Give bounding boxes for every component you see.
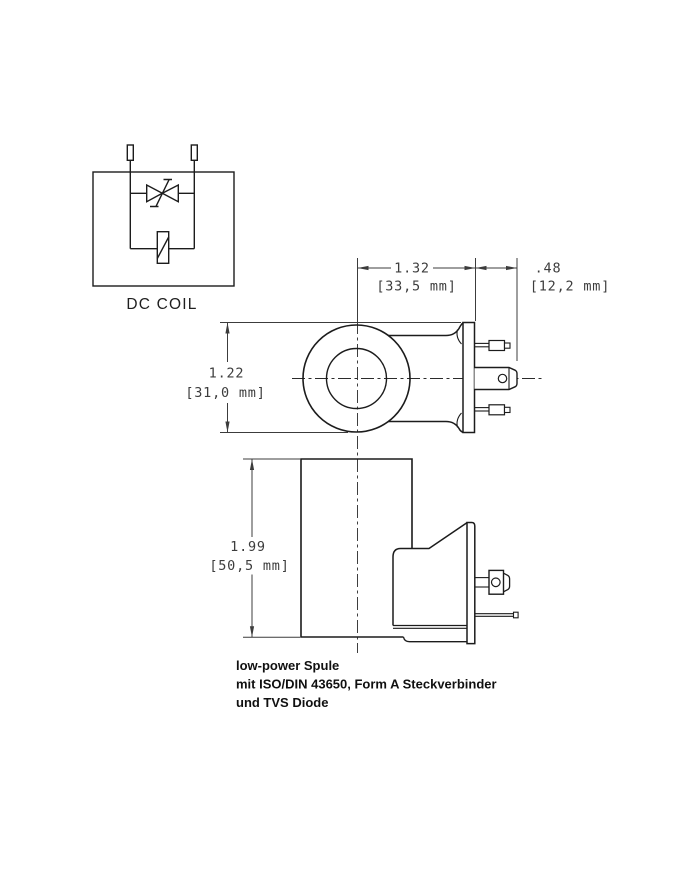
pin-body [488,339,506,352]
dimension-width-1: 1.32 [33,5 mm] [357,261,476,295]
body-top-edge [388,322,464,337]
dimension-width-2: .48 [12,2 mm] [475,261,610,295]
pin-tip [512,611,519,619]
body-bottom-edge [388,420,464,433]
dim-value-mm: [12,2 mm] [530,279,610,295]
pin-body [488,404,506,416]
tvs-triangle-left [145,183,164,203]
schematic-label: DC COIL [126,296,197,313]
arrowhead-right [464,265,476,271]
spade-terminal-top-view [474,366,518,391]
pin-tip [503,406,511,414]
coil-winding-icon [156,230,170,264]
schematic-box [92,171,235,287]
connector-flange-top-view [462,321,476,434]
spade-terminal-side-view [474,569,511,595]
dimension-flange-height: 1.22 [31,0 mm] [185,322,265,433]
connector-flange-side-view [466,521,476,645]
caption-block: low-power Spule mit ISO/DIN 43650, Form … [236,658,497,710]
tvs-triangle-right [160,183,180,203]
arrowhead-down [225,421,230,433]
caption-line-1: low-power Spule [236,658,339,673]
arrowhead-up [249,459,255,470]
spade-hole [490,577,501,588]
ground-pin-side-view [474,611,519,619]
arrowhead-left [475,265,487,271]
body-fillet-top [456,329,462,345]
dim-value-mm: [33,5 mm] [376,279,456,295]
coil-body-outline [300,458,413,638]
spade-tip [503,572,511,593]
tvs-diode-icon [145,178,180,208]
spade-hole [497,373,508,384]
caption-line-3: und TVS Diode [236,695,328,710]
dim-value-mm: [50,5 mm] [209,558,289,574]
dim-value-inch: .48 [535,261,562,277]
coil-top-view [302,321,518,434]
ground-pin-lower [474,404,511,416]
housing-bottom-plate [402,636,467,643]
body-fillet-bottom [456,412,462,428]
connector-housing-outline [392,522,468,626]
dimension-annotations: 1.32 [33,5 mm] .48 [12,2 mm] 1.22 [31,0 … [185,258,610,638]
coil-bore-circle [325,347,388,410]
coil-side-view [300,458,519,645]
terminal-pin-left [126,144,135,162]
dimension-body-height: 1.99 [50,5 mm] [209,459,289,638]
dim-value-inch: 1.22 [209,366,245,382]
ground-pin-upper [474,339,511,352]
arrowhead-up [225,322,230,334]
arrowhead-left [357,265,369,271]
spade-outline [474,366,518,391]
schematic-symbol: DC COIL [92,144,235,313]
dim-value-inch: 1.99 [230,539,266,555]
tvs-center-bar [150,178,172,208]
coil-slash [156,236,170,259]
dim-value-inch: 1.32 [394,261,430,277]
dim-value-mm: [31,0 mm] [185,385,265,401]
arrowhead-right [506,265,517,271]
coil-outer-circle [302,324,411,433]
pin-tip [503,342,511,349]
arrowhead-down [249,626,255,638]
caption-line-2: mit ISO/DIN 43650, Form A Steckverbinder [236,677,497,692]
terminal-pin-right [190,144,199,162]
